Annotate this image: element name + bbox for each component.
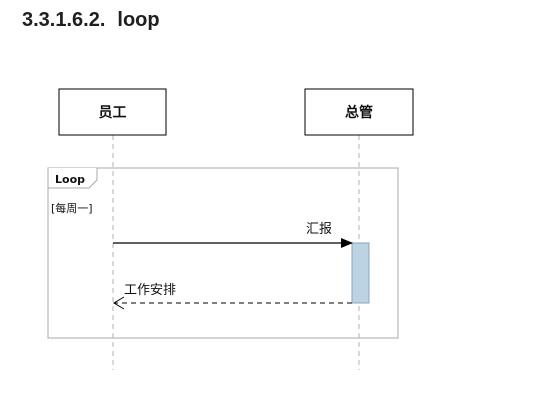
section-title: loop <box>117 9 160 31</box>
loop-guard-label: [每周一] <box>51 201 93 215</box>
loop-operator-label: Loop <box>55 173 85 186</box>
section-heading: 3.3.1.6.2. loop <box>22 9 160 32</box>
message-report: 汇报 <box>113 222 353 248</box>
participant-employee[interactable]: 员工 <box>58 88 167 136</box>
loop-frame <box>47 167 399 339</box>
participant-employee-label: 员工 <box>99 105 127 121</box>
message-report-label: 汇报 <box>306 222 332 237</box>
section-number: 3.3.1.6.2. <box>22 9 106 31</box>
message-work-arrangement: 工作安排 <box>113 283 352 310</box>
loop-operator-tab <box>47 168 98 189</box>
participant-manager[interactable]: 总管 <box>304 88 414 136</box>
loop-fragment: Loop [每周一] <box>47 167 399 339</box>
participant-manager-label: 总管 <box>345 104 373 121</box>
message-work-arrangement-arrowhead <box>113 296 125 310</box>
message-work-arrangement-label: 工作安排 <box>124 283 176 298</box>
manager-activation-bar <box>351 242 370 304</box>
